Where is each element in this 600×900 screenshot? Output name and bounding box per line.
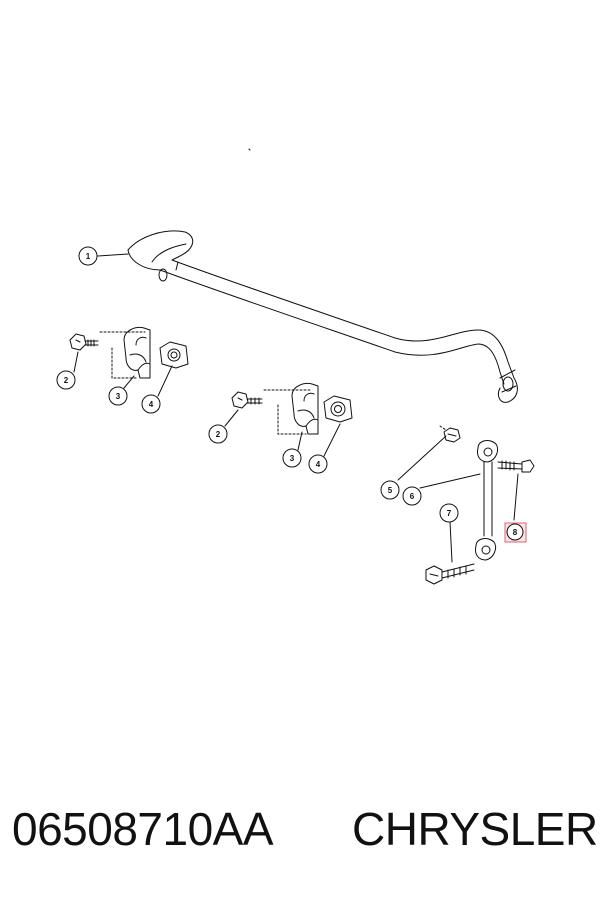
- callout-8-label: 8: [513, 528, 518, 537]
- callout-7: 7: [439, 503, 459, 523]
- brand-name: CHRYSLER: [352, 803, 598, 855]
- stabilizer-bar: [127, 230, 518, 403]
- callout-2-middle-label: 2: [216, 430, 221, 439]
- callout-4-left-label: 4: [149, 400, 154, 409]
- callout-4-middle-label: 4: [316, 460, 321, 469]
- nut-upper: [439, 425, 461, 443]
- callout-1: 1: [78, 246, 98, 266]
- callout-3-left-label: 3: [116, 392, 121, 401]
- callout-2-left-label: 2: [64, 376, 69, 385]
- bolt-left: [69, 333, 99, 351]
- bolt-lower-link: [425, 563, 475, 585]
- callout-4-middle: 4: [308, 454, 328, 474]
- callout-6-label: 6: [410, 492, 415, 501]
- callout-5-label: 5: [388, 486, 393, 495]
- retainer-bracket-left: [123, 327, 151, 379]
- callout-5: 5: [380, 480, 400, 500]
- callout-7-label: 7: [447, 509, 452, 518]
- footer: 06508710AA CHRYSLER: [0, 800, 600, 870]
- bolt-upper-link: [497, 459, 535, 473]
- bushing-middle: [323, 395, 353, 423]
- callout-4-left: 4: [141, 394, 161, 414]
- callout-3-middle-label: 3: [290, 454, 295, 463]
- callout-8-highlighted: 8: [504, 522, 527, 543]
- callout-2-left: 2: [56, 370, 76, 390]
- bolt-middle: [231, 391, 263, 409]
- bushing-left: [159, 341, 189, 369]
- callout-3-left: 3: [108, 386, 128, 406]
- stabilizer-link: [475, 440, 499, 561]
- callout-3-middle: 3: [282, 448, 302, 468]
- callout-1-label: 1: [86, 252, 91, 261]
- callout-6: 6: [402, 486, 422, 506]
- callout-2-middle: 2: [208, 424, 228, 444]
- retainer-bracket-middle: [291, 383, 319, 435]
- part-number: 06508710AA: [12, 803, 274, 855]
